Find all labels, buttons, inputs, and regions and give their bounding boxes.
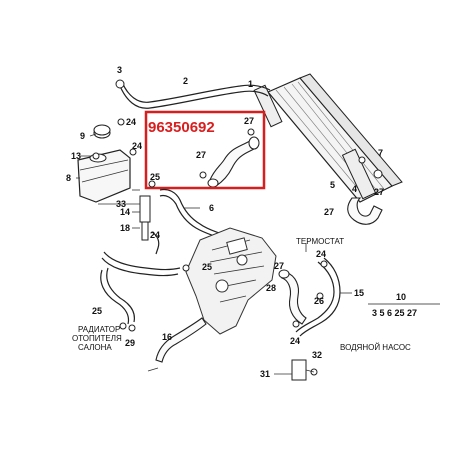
callout-27-e: 27 — [274, 261, 284, 271]
callout-27-b: 27 — [244, 116, 254, 126]
bypass-pipe — [139, 195, 151, 241]
radiator — [253, 73, 403, 203]
callout-5: 5 — [330, 180, 335, 190]
highlight-frame — [144, 110, 266, 190]
heater-hose-lower — [100, 269, 130, 325]
label-thermostat: ТЕРМОСТАТ — [296, 237, 344, 246]
callout-33: 33 — [116, 199, 126, 209]
label-heater-2: ОТОПИТЕЛЯ — [72, 334, 122, 343]
radiator-outlet-hose — [347, 197, 383, 225]
callout-8: 8 — [66, 173, 71, 183]
callout-16: 16 — [162, 332, 172, 342]
hose-6 — [159, 188, 227, 237]
callout-28: 28 — [266, 283, 276, 293]
callout-1: 1 — [248, 79, 253, 89]
callout-32: 32 — [312, 350, 322, 360]
callout-24-a: 24 — [126, 117, 136, 127]
callout-18: 18 — [120, 223, 130, 233]
callout-27-d: 27 — [324, 207, 334, 217]
callout-2: 2 — [183, 76, 188, 86]
group-10: 10 3 5 6 25 27 — [368, 292, 440, 318]
engine-block — [185, 227, 277, 335]
vent-hose-top — [119, 85, 269, 109]
hose-16 — [155, 317, 207, 363]
tank-cap — [93, 124, 111, 139]
hose-15 — [299, 257, 341, 337]
part-number: 96350692 — [148, 119, 215, 136]
callout-27-c: 27 — [374, 187, 384, 197]
callout-25-b: 25 — [202, 262, 212, 272]
hose-26 — [281, 271, 307, 325]
callout-26: 26 — [314, 296, 324, 306]
callout-9: 9 — [80, 131, 85, 141]
leader-lines — [76, 133, 352, 375]
callout-24-d: 24 — [316, 249, 326, 259]
group-10-items: 3 5 6 25 27 — [372, 308, 417, 318]
water-pump-bracket — [291, 359, 318, 381]
callout-27-a: 27 — [196, 150, 206, 160]
heater-hose-upper — [103, 251, 181, 271]
label-heater-3: САЛОНА — [78, 343, 112, 352]
callout-6: 6 — [209, 203, 214, 213]
callout-15: 15 — [354, 288, 364, 298]
label-heater-1: РАДИАТОР — [78, 325, 120, 334]
callout-31: 31 — [260, 369, 270, 379]
callout-25-a: 25 — [150, 172, 160, 182]
callout-3: 3 — [117, 65, 122, 75]
callout-25-c: 25 — [92, 306, 102, 316]
label-water-pump: ВОДЯНОЙ НАСОС — [340, 343, 411, 352]
callout-4: 4 — [352, 184, 357, 194]
callout-14: 14 — [120, 207, 130, 217]
highlighted-hose — [207, 136, 260, 188]
callout-13: 13 — [71, 151, 81, 161]
callout-29: 29 — [125, 338, 135, 348]
callout-24-c: 24 — [150, 230, 160, 240]
hose-clamps — [117, 118, 328, 332]
callout-24-b: 24 — [132, 141, 142, 151]
callout-7: 7 — [378, 148, 383, 158]
clamp-13 — [92, 152, 100, 160]
expansion-tank — [77, 149, 131, 203]
callout-24-e: 24 — [290, 336, 300, 346]
group-10-header: 10 — [396, 292, 406, 302]
